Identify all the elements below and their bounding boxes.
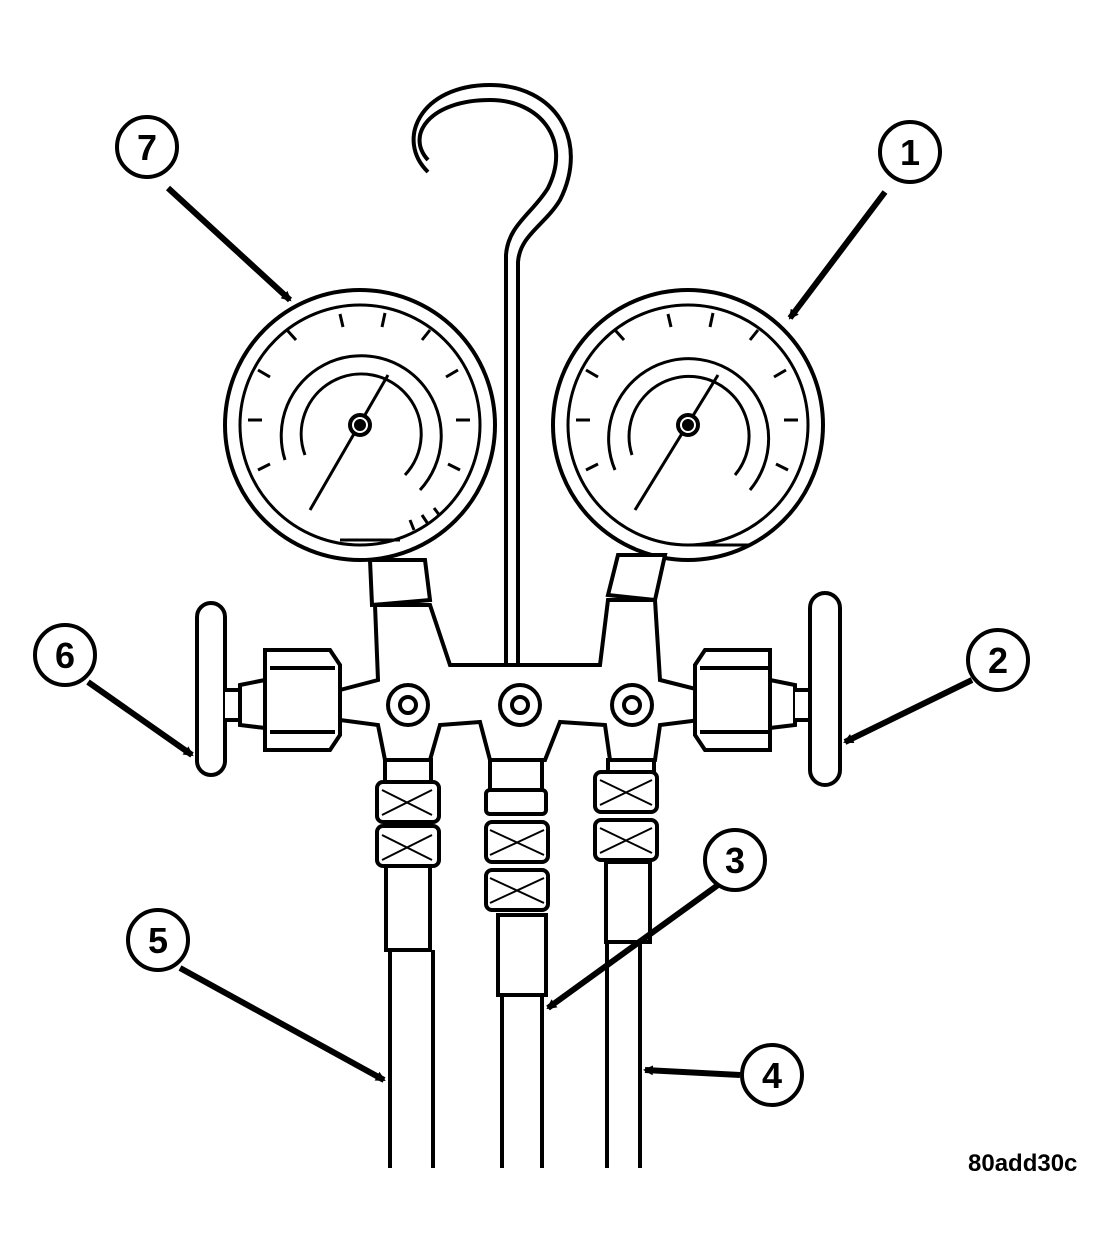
center-hose-fitting (484, 758, 550, 997)
svg-text:3: 3 (725, 840, 745, 881)
arrow-1 (787, 190, 888, 320)
high-side-valve-knob (693, 591, 842, 787)
arrow-2 (843, 677, 974, 745)
callout-2: 2 (966, 628, 1030, 692)
svg-text:1: 1 (900, 132, 920, 173)
arrow-6 (86, 679, 194, 758)
svg-text:2: 2 (988, 640, 1008, 681)
left-gauge-needle (308, 374, 390, 511)
svg-text:5: 5 (148, 920, 168, 961)
callout-7: 7 (115, 115, 179, 179)
callout-1: 1 (878, 120, 942, 184)
svg-text:6: 6 (55, 635, 75, 676)
high-side-gauge (551, 288, 825, 603)
arrow-7 (165, 185, 293, 303)
arrow-3 (546, 882, 720, 1011)
arrow-5 (178, 965, 386, 1083)
arrow-4 (643, 1065, 741, 1078)
right-hose-fitting (593, 758, 659, 944)
callout-4: 4 (740, 1043, 804, 1107)
svg-text:7: 7 (137, 127, 157, 168)
callout-arrows (86, 185, 974, 1083)
low-side-gauge (223, 288, 497, 608)
left-gauge-ticks (248, 312, 470, 531)
right-gauge-ticks (576, 312, 798, 472)
callout-6: 6 (33, 623, 97, 687)
callout-3: 3 (703, 828, 767, 892)
svg-text:4: 4 (762, 1055, 782, 1096)
hanger-hook (411, 82, 573, 665)
hoses (388, 942, 642, 1168)
manifold-body (338, 598, 702, 762)
left-hose-fitting (375, 758, 441, 952)
right-gauge-needle (633, 374, 720, 511)
low-side-valve-knob (195, 601, 342, 777)
figure-id: 80add30c (968, 1150, 1078, 1177)
callout-5: 5 (126, 908, 190, 972)
